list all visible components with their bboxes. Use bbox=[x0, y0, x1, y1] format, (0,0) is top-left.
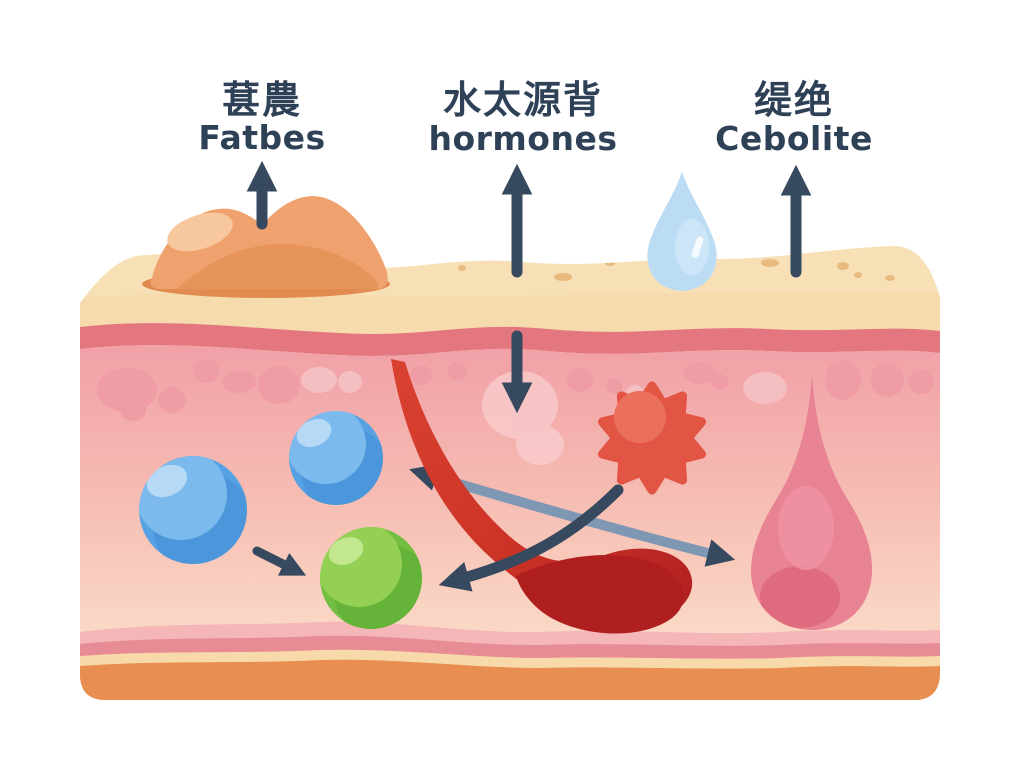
label-hormones-cjk: 水太源背 bbox=[443, 78, 603, 122]
water-droplet-icon bbox=[647, 172, 717, 291]
droplet-highlight bbox=[691, 236, 704, 258]
bottom-layer-orange bbox=[80, 659, 940, 700]
label-cebolite-cjk: 缇绝 bbox=[754, 78, 834, 122]
sebum-highlight bbox=[167, 212, 233, 252]
vessel-blood-pool bbox=[516, 554, 684, 634]
gland-shading bbox=[760, 486, 840, 628]
crossing-arrow-dark bbox=[438, 484, 624, 592]
green-cell bbox=[320, 527, 422, 629]
label-hormones-latin: hormones bbox=[428, 119, 617, 158]
label-cebolite-latin: Cebolite bbox=[715, 119, 873, 158]
dermis-blobs bbox=[97, 359, 934, 421]
inflammation-burst-icon bbox=[598, 381, 706, 495]
burst-highlight bbox=[614, 391, 666, 443]
sebum-shadow bbox=[176, 243, 379, 289]
sebum-blob-icon bbox=[142, 196, 390, 298]
label-fatbes-latin: Fatbes bbox=[198, 118, 325, 157]
label-fatbes: 葚農 Fatbes bbox=[198, 78, 325, 157]
label-fatbes-cjk: 葚農 bbox=[222, 78, 302, 122]
label-hormones: 水太源背 hormones bbox=[428, 78, 617, 158]
epidermis-shade bbox=[80, 291, 940, 340]
label-cebolite: 缇绝 Cebolite bbox=[715, 78, 873, 158]
droplet-inner bbox=[675, 219, 709, 275]
rose-band-layer bbox=[80, 323, 940, 356]
epidermis-freckles bbox=[458, 259, 895, 281]
blue-cell-small bbox=[289, 411, 383, 505]
small-arrow-to-green-cell bbox=[252, 546, 307, 576]
gland-drop-icon bbox=[751, 375, 873, 630]
red-vessel-icon bbox=[391, 359, 693, 634]
crossing-arrow-light bbox=[409, 463, 736, 567]
blue-cell-large bbox=[139, 456, 247, 564]
